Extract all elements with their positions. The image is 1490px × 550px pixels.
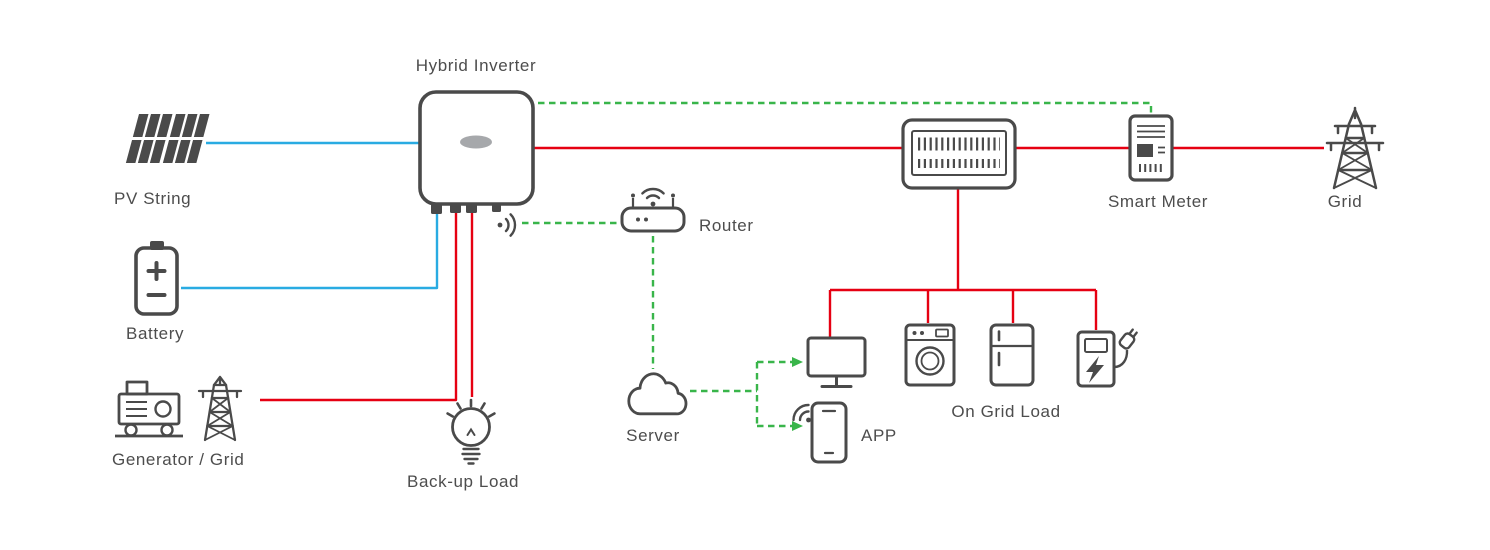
hybrid-inverter-icon (418, 90, 535, 239)
line-box-to-on-grid-loads (828, 188, 1098, 337)
washing-machine-icon (904, 323, 956, 387)
backup-load-bulb-icon (446, 398, 496, 465)
line-comm-inverter-to-meter (538, 101, 1153, 113)
monitor-icon (806, 336, 867, 388)
inverter-led-indicator (460, 135, 492, 149)
app-phone-icon (792, 401, 848, 464)
grid-label: Grid (1327, 192, 1363, 211)
line-battery-to-inverter (181, 206, 439, 290)
app-label: APP (861, 426, 897, 445)
server-label: Server (626, 426, 680, 445)
generator-grid-label: Generator / Grid (112, 450, 245, 469)
generator-icon (115, 380, 183, 438)
arrow-to-app-icon (792, 421, 803, 431)
lightning-bolt-icon (1086, 356, 1104, 383)
battery-icon (134, 241, 179, 316)
pv-string-label: PV String (114, 189, 192, 208)
pv-string-icon (125, 114, 210, 163)
grid-pylon-icon (1325, 106, 1385, 190)
router-wifi-icon (639, 181, 667, 209)
generator-grid-pylon-icon (197, 375, 243, 442)
hybrid-inverter-label: Hybrid Inverter (415, 56, 537, 75)
on-grid-load-label: On Grid Load (951, 402, 1061, 421)
inverter-wifi-icon (495, 211, 523, 239)
router-icon (620, 181, 686, 233)
battery-label: Battery (126, 324, 185, 343)
app-wifi-icon (792, 403, 813, 424)
arrow-to-monitor-icon (792, 357, 803, 367)
ev-plug-icon (1118, 328, 1138, 350)
distribution-box-icon (901, 118, 1017, 190)
refrigerator-icon (989, 323, 1035, 387)
line-inverter-to-generator (260, 206, 458, 402)
backup-load-label: Back-up Load (407, 472, 520, 491)
smart-meter-label: Smart Meter (1107, 192, 1209, 211)
server-cloud-icon (629, 374, 686, 414)
line-comm-server-fork (690, 360, 792, 428)
smart-meter-icon (1128, 114, 1174, 182)
ev-charger-icon (1076, 328, 1138, 388)
router-label: Router (699, 216, 754, 235)
